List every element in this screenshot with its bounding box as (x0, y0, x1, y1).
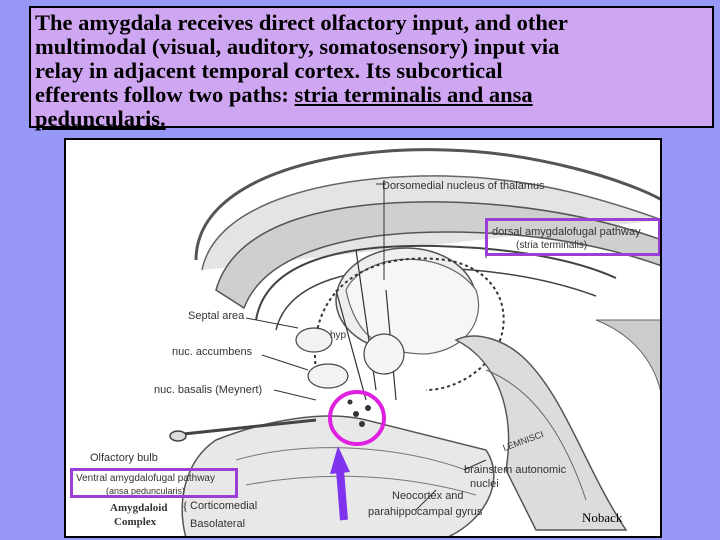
label-olfactory-bulb: Olfactory bulb (90, 452, 158, 464)
caption-line-4-plain: efferents follow two paths: (35, 82, 295, 107)
label-hyp: hyp (330, 330, 347, 341)
label-brainstem-autonomic: brainstem autonomic (464, 464, 567, 476)
label-parahippocampal-gyrus: parahippocampal gyrus (368, 506, 483, 518)
label-complex: Complex (114, 516, 157, 528)
caption-line-5: peduncularis. (35, 106, 166, 131)
brain-diagram: Dorsomedial nucleus of thalamus dorsal a… (64, 138, 662, 538)
label-basolateral: Basolateral (190, 518, 246, 530)
figure-credit: Noback (582, 510, 623, 525)
label-corticomedial: Corticomedial (190, 500, 258, 512)
label-dorsal-pathway: dorsal amygdalofugal pathway (492, 226, 641, 238)
label-septal-area: Septal area (188, 310, 245, 322)
brain-drawing (169, 148, 660, 536)
label-nuc-accumbens: nuc. accumbens (172, 346, 253, 358)
brace-icon: { (182, 498, 189, 513)
caption-line-3: relay in adjacent temporal cortex. Its s… (35, 58, 503, 83)
caption-box: The amygdala receives direct olfactory i… (29, 6, 714, 131)
label-nuclei: nuclei (470, 478, 499, 490)
label-ventral-pathway: Ventral amygdalofugal pathway (76, 473, 215, 484)
dorsal-pathway-highlight (485, 218, 660, 256)
caption-line-4: efferents follow two paths: stria termin… (35, 82, 533, 107)
ventral-pathway-highlight (70, 468, 238, 498)
caption-line-1: The amygdala receives direct olfactory i… (35, 10, 568, 35)
label-amygdaloid: Amygdaloid (110, 502, 168, 514)
label-neocortex: Neocortex and (392, 490, 464, 502)
label-nuc-basalis: nuc. basalis (Meynert) (154, 384, 263, 396)
label-dorsomedial-nucleus: Dorsomedial nucleus of thalamus (382, 180, 545, 192)
label-ansa-peduncularis: (ansa peduncularis) (106, 486, 186, 496)
caption-line-4-underlined: stria terminalis and ansa (294, 82, 533, 107)
caption-line-2: multimodal (visual, auditory, somatosens… (35, 34, 560, 59)
label-stria-terminalis: (stria terminalis) (516, 240, 588, 251)
